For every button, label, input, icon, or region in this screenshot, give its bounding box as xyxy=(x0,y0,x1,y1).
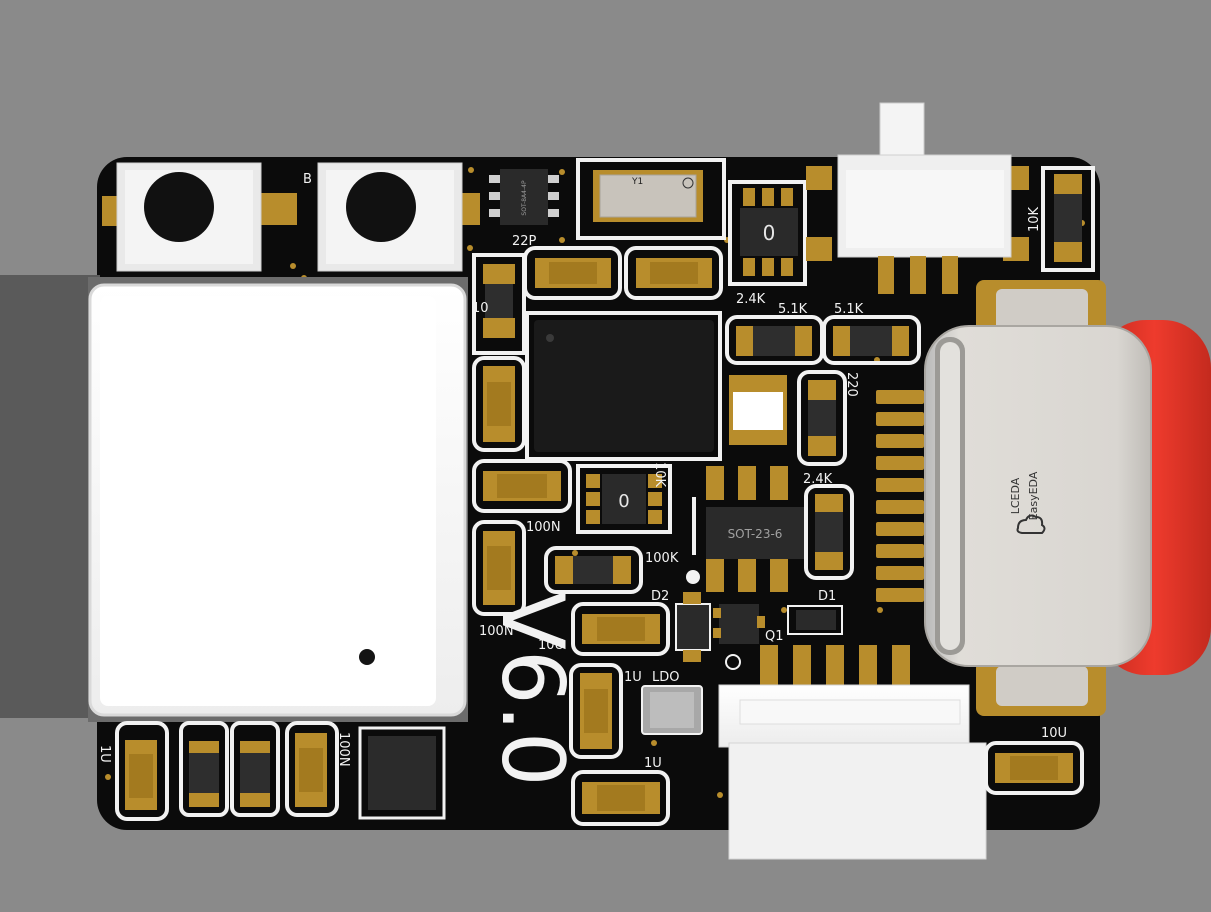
bottom-ic xyxy=(358,726,446,820)
silk-label-220: 220 xyxy=(844,372,859,397)
silk-label-d2: D2 xyxy=(651,589,669,604)
silk-label-100n-a: 100N xyxy=(526,520,561,535)
usb-c-port[interactable]: LCEDA EasyEDA xyxy=(876,280,1211,716)
silk-dot xyxy=(686,570,700,584)
crystal-y1: Y1 xyxy=(576,158,726,240)
silk-ring xyxy=(725,654,741,670)
silk-label-d1: D1 xyxy=(818,589,836,604)
reset-button[interactable] xyxy=(102,162,297,272)
silk-label-2-4k-mid: 2.4K xyxy=(803,472,833,487)
silk-label-22p: 22P xyxy=(512,234,537,249)
silk-label-10k-top: 10K xyxy=(1027,206,1042,232)
mcu-chip xyxy=(525,311,722,461)
resistor-bottom-a xyxy=(179,721,229,817)
silk-label-10k-mid: 10K xyxy=(652,462,667,488)
diode-d1 xyxy=(787,605,843,635)
small-sop-chip: SOT-8A4-4P xyxy=(489,169,559,225)
capacitor-10u-b xyxy=(984,741,1084,795)
resistor-0-top: 0 xyxy=(728,180,807,286)
sot-23-6-chip: SOT-23-6 xyxy=(706,466,804,592)
silk-label-zero-mid: 0 xyxy=(618,491,629,512)
ldo-regulator xyxy=(641,685,703,735)
transistor-q1 xyxy=(713,604,765,644)
pin1-dot-icon xyxy=(359,649,375,665)
capacitor-10u-a xyxy=(571,602,670,656)
silk-label-10u-b: 10U xyxy=(1041,726,1067,741)
resistor-0-mid: 0 xyxy=(576,464,672,534)
capacitor-100n-c xyxy=(285,721,339,817)
diode-d2 xyxy=(675,592,711,662)
silk-divider xyxy=(692,497,696,555)
silk-label-5-1k-b: 5.1K xyxy=(834,302,864,317)
resistor-100k xyxy=(544,546,643,594)
silk-label-2-4k-top: 2.4K xyxy=(736,292,766,307)
silk-label-1u-c: 1U xyxy=(97,745,112,763)
capacitor-1u-c xyxy=(115,721,169,821)
button-cap-icon xyxy=(346,172,416,242)
capacitor-left-3 xyxy=(472,520,526,616)
silk-label-q1: Q1 xyxy=(765,629,784,644)
usb-brand-lceda: LCEDA xyxy=(1009,477,1022,514)
version-silkscreen: V6.0 xyxy=(482,591,582,787)
silk-label-100n-c: 100N xyxy=(336,732,351,767)
jst-connector xyxy=(718,645,987,860)
sop-chip-marking: SOT-8A4-4P xyxy=(521,180,528,216)
rgb-led xyxy=(729,375,787,445)
silk-label-1u-a: 1U xyxy=(624,670,642,685)
silk-label-5-1k-a: 5.1K xyxy=(778,302,808,317)
resistor-2-4k-mid xyxy=(804,484,854,580)
antenna-cable xyxy=(0,275,100,718)
resistor-220 xyxy=(797,370,847,466)
boot-button[interactable] xyxy=(317,162,480,272)
silk-label-10u-a: 10U xyxy=(538,638,564,653)
capacitor-top-b xyxy=(624,246,723,300)
silk-label-100k: 100K xyxy=(645,551,679,566)
capacitor-1u-a xyxy=(569,663,623,759)
silk-label-1u-b: 1U xyxy=(644,756,662,771)
wifi-module xyxy=(88,277,468,722)
usb-brand-easyeda: EasyEDA xyxy=(1027,471,1040,520)
switch-knob[interactable] xyxy=(879,102,925,162)
silk-label-b: B xyxy=(303,172,312,187)
silk-label-ldo: LDO xyxy=(652,670,680,685)
silk-label-zero-top: 0 xyxy=(763,221,776,245)
silk-label-10-partial: 10 xyxy=(472,301,489,316)
resistor-10k-top xyxy=(1041,166,1095,272)
capacitor-left-2 xyxy=(472,459,572,513)
button-cap-icon xyxy=(144,172,214,242)
silk-label-100n-b: 100N xyxy=(479,624,514,639)
capacitor-left-1 xyxy=(472,356,526,452)
silk-label-sot: SOT-23-6 xyxy=(728,527,783,541)
cloud-logo-icon xyxy=(1016,514,1046,534)
capacitor-1u-b xyxy=(571,770,670,826)
silk-label-y1: Y1 xyxy=(631,177,643,187)
slide-switch[interactable] xyxy=(806,102,1029,294)
resistor-bottom-b xyxy=(230,721,280,817)
capacitor-top-a xyxy=(523,246,622,300)
capacitor-10 xyxy=(472,253,526,355)
resistor-5-1k-b xyxy=(822,315,921,365)
